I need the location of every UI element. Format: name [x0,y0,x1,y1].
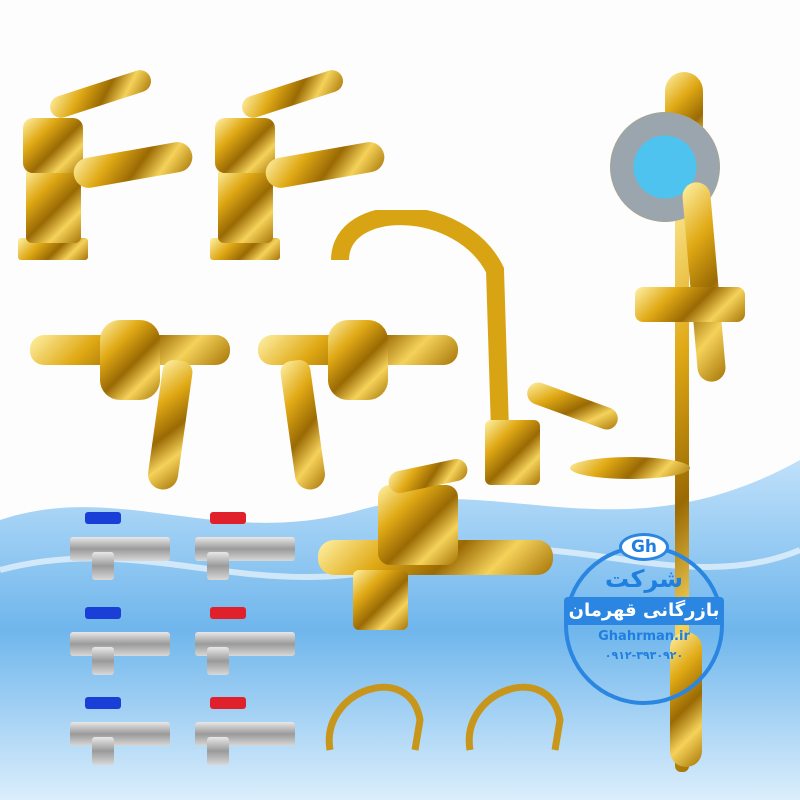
shower-head [594,96,736,238]
basin-faucet-2 [210,67,390,263]
angle-valve-red-2 [195,607,295,677]
angle-valve-blue-3 [70,697,170,767]
flexible-hoses [325,683,564,751]
kitchen-sink-faucet [320,207,621,490]
stamp-phone: ۰۹۱۲-۳۹۳۰۹۲۰ [604,649,684,662]
basin-faucet-1 [18,67,198,263]
angle-valve-blue-1 [70,512,170,582]
logo-letters: Gh [619,533,669,561]
stamp-website: Ghahrman.ir [598,629,690,644]
bath-mixer [318,456,553,635]
angle-valves [70,512,300,782]
shower-mixer-2 [258,320,458,495]
angle-valve-red-3 [195,697,295,767]
stamp-line1: شرکت [605,565,683,593]
stamp-company-name: بازرگانی قهرمان [564,597,724,625]
angle-valve-blue-2 [70,607,170,677]
shower-mixer-1 [30,320,230,495]
angle-valve-red-1 [195,512,295,582]
company-watermark-stamp: Gh شرکت بازرگانی قهرمان Ghahrman.ir ۰۹۱۲… [564,533,724,705]
